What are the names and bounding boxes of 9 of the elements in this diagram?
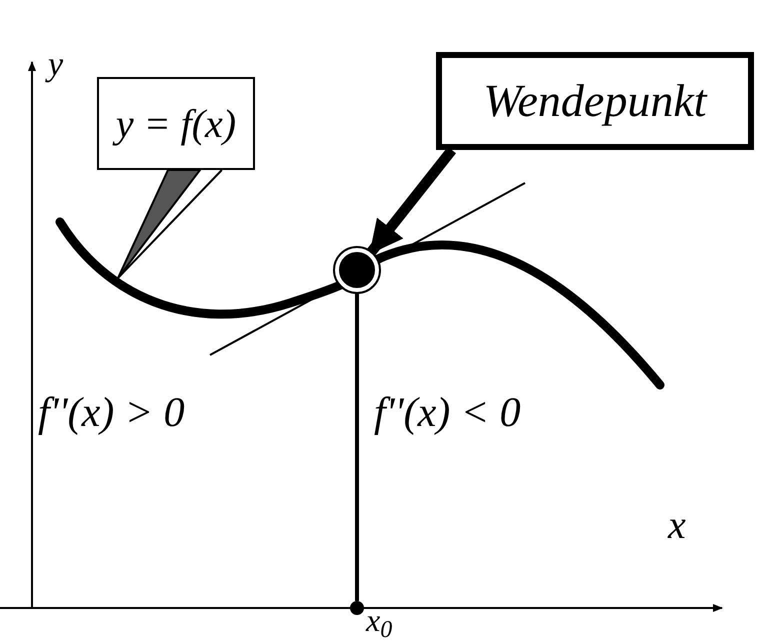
- inflection-point: [335, 248, 379, 292]
- axis-point: [350, 601, 364, 615]
- callout-box: Wendepunkt: [436, 52, 754, 150]
- axis-label: x: [668, 505, 686, 545]
- function-label-box: y = f(x): [97, 77, 255, 170]
- axis-label: x$_{0}$: [366, 604, 392, 636]
- condition-text: f''(x) < 0: [374, 392, 521, 434]
- vertical-line: [355, 292, 359, 601]
- condition-text: f''(x) > 0: [38, 392, 185, 434]
